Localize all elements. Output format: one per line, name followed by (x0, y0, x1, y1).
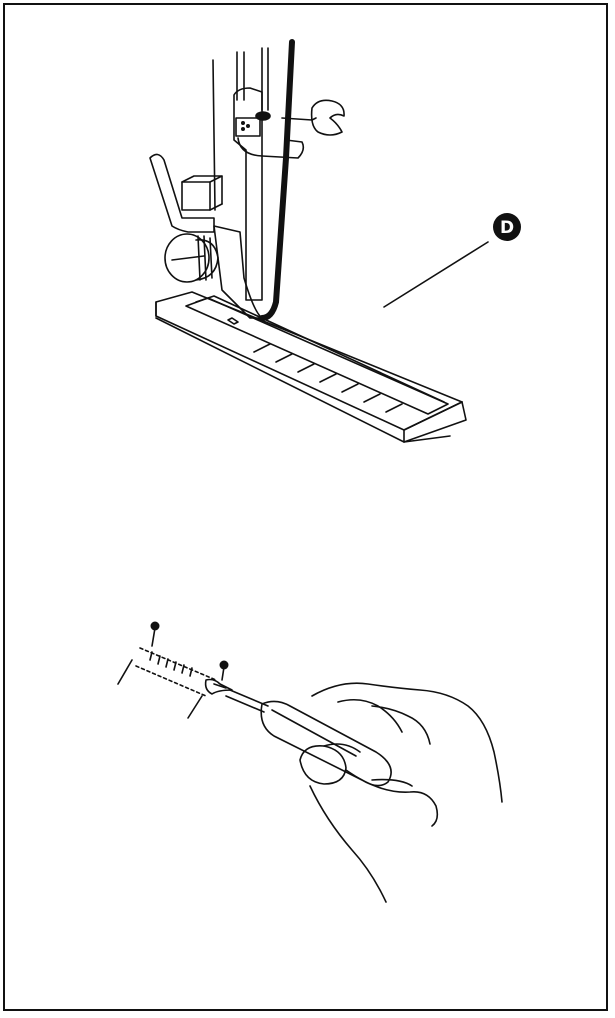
pin-head-icon (219, 660, 229, 670)
page-frame (3, 3, 608, 1011)
needle-thread (259, 39, 295, 321)
pin-head-icon (150, 621, 160, 631)
